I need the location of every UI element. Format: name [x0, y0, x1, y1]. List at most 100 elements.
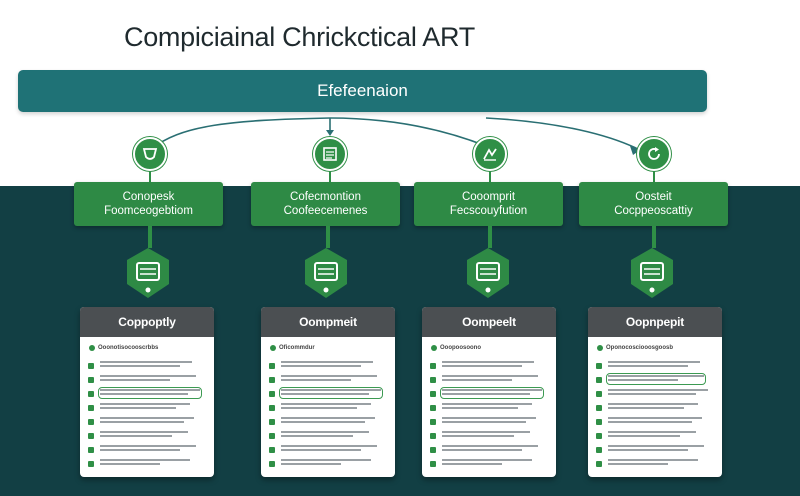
column-1-box-line1: Conopesk — [122, 191, 175, 203]
row-bullet-icon — [596, 363, 602, 369]
card-row — [596, 443, 714, 457]
column-3-box[interactable]: Cooomprit Fecscouyfution — [414, 182, 563, 226]
row-bullet-icon — [596, 447, 602, 453]
card-row — [269, 443, 387, 457]
row-text-lines — [608, 403, 698, 411]
card-row — [430, 359, 548, 373]
column-1-card-subtitle: Ooonotisocooscrbbs — [98, 345, 159, 351]
column-2-card-title: Oompmeit — [261, 307, 395, 337]
column-3-card[interactable]: Oompeelt Ooopoosoono — [422, 307, 556, 477]
column-2-card-dot — [270, 345, 276, 351]
row-text-lines — [100, 361, 192, 369]
row-text-lines — [281, 445, 377, 453]
row-text-lines — [279, 387, 383, 399]
column-4-card-subtitle: Oponocosciooosgoosb — [606, 345, 673, 351]
column-4-stem — [652, 226, 656, 248]
column-4-box-line2: Cocppeoscattiy — [614, 205, 693, 217]
card-row — [88, 373, 206, 387]
column-4-card[interactable]: Oopnpepit Oponocosciooosgoosb — [588, 307, 722, 477]
card-row — [596, 387, 714, 401]
shield-icon — [142, 148, 158, 160]
row-bullet-icon — [596, 377, 602, 383]
card-row — [596, 415, 714, 429]
column-1-card[interactable]: Coppoptly Ooonotisocooscrbbs — [80, 307, 214, 477]
row-text-lines — [100, 375, 196, 383]
page-title: Compiciainal Chrickctical ART — [124, 22, 475, 52]
connector-1 — [149, 117, 331, 151]
column-1-card-dot — [89, 345, 95, 351]
card-row — [430, 457, 548, 471]
card-row — [430, 429, 548, 443]
column-2-stem — [326, 226, 330, 248]
card-row — [88, 359, 206, 373]
row-bullet-icon — [88, 391, 94, 397]
row-bullet-icon — [88, 419, 94, 425]
row-bullet-icon — [596, 433, 602, 439]
row-text-lines — [608, 417, 702, 425]
connector-arrow-1 — [326, 130, 334, 136]
row-text-lines — [98, 387, 202, 399]
card-row — [269, 373, 387, 387]
column-1-card-title: Coppoptly — [80, 307, 214, 337]
column-4-box-line1: Oosteit — [635, 191, 672, 203]
row-text-lines — [442, 417, 536, 425]
row-bullet-icon — [88, 433, 94, 439]
column-4-pin — [631, 248, 673, 298]
row-bullet-icon — [430, 433, 436, 439]
top-bar-label: Efefeenaion — [317, 81, 408, 100]
chart-icon — [483, 148, 497, 161]
column-4-box[interactable]: Oosteit Cocppeoscattiy — [579, 182, 728, 226]
column-1-node[interactable] — [133, 137, 167, 171]
card-row — [596, 401, 714, 415]
row-text-lines — [100, 445, 196, 453]
row-bullet-icon — [269, 363, 275, 369]
column-3-box-line2: Fecscouyfution — [449, 205, 528, 217]
column-3-box-line1: Cooomprit — [461, 191, 516, 203]
row-bullet-icon — [430, 391, 436, 397]
row-text-lines — [442, 445, 538, 453]
row-bullet-icon — [596, 391, 602, 397]
row-bullet-icon — [88, 447, 94, 453]
row-text-lines — [608, 389, 708, 397]
row-bullet-icon — [596, 461, 602, 467]
row-text-lines — [281, 361, 373, 369]
row-text-lines — [608, 361, 700, 369]
card-row — [430, 401, 548, 415]
card-row — [430, 415, 548, 429]
column-4-rows — [596, 359, 714, 471]
column-1-box-line2: Foomceogebtiom — [104, 205, 193, 217]
card-row — [430, 373, 548, 387]
card-row — [596, 457, 714, 471]
row-text-lines — [608, 459, 698, 467]
row-text-lines — [440, 387, 544, 399]
card-row — [88, 443, 206, 457]
column-2-node[interactable] — [313, 137, 347, 171]
connector-3 — [485, 117, 641, 151]
column-3-card-dot — [431, 345, 437, 351]
column-2-card[interactable]: Oompmeit Oficommdur — [261, 307, 395, 477]
row-bullet-icon — [269, 377, 275, 383]
row-bullet-icon — [430, 363, 436, 369]
card-row — [430, 443, 548, 457]
column-2-card-subtitle: Oficommdur — [279, 345, 315, 351]
card-row — [88, 457, 206, 471]
row-bullet-icon — [430, 447, 436, 453]
row-text-lines — [442, 375, 538, 383]
row-text-lines — [281, 403, 371, 411]
document-icon — [323, 147, 337, 161]
row-text-lines — [442, 361, 534, 369]
card-row — [269, 387, 387, 401]
column-4-node[interactable] — [637, 137, 671, 171]
column-4-card-dot — [597, 345, 603, 351]
row-bullet-icon — [430, 419, 436, 425]
row-bullet-icon — [430, 377, 436, 383]
card-row — [269, 359, 387, 373]
column-3-rows — [430, 359, 548, 471]
column-2-box[interactable]: Cofecmontion Coofeecemenes — [251, 182, 400, 226]
column-3-node[interactable] — [473, 137, 507, 171]
top-bar[interactable]: Efefeenaion — [18, 70, 707, 112]
card-row — [596, 429, 714, 443]
column-3-pin — [467, 248, 509, 298]
column-1-box[interactable]: Conopesk Foomceogebtiom — [74, 182, 223, 226]
